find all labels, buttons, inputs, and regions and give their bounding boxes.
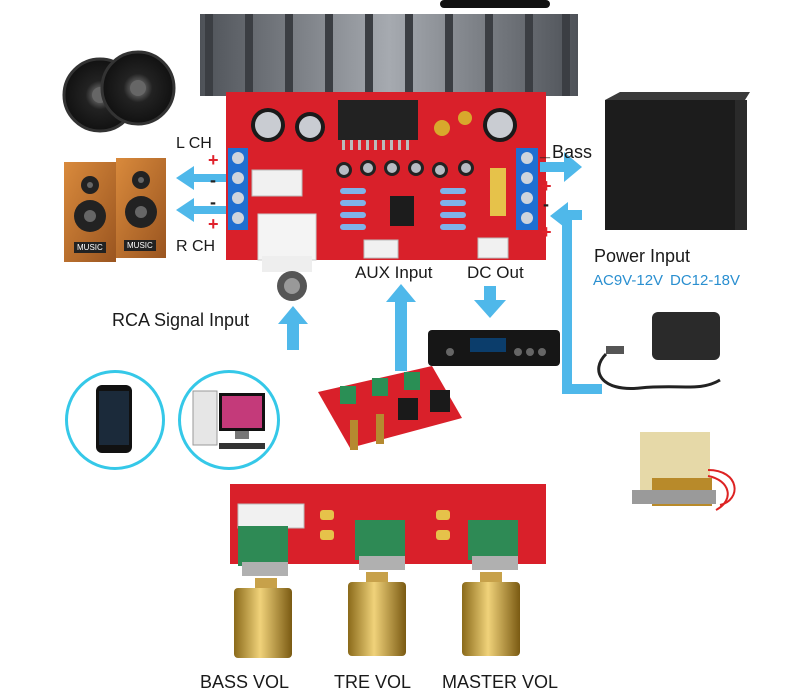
left-minus-bottom: - [210,192,216,212]
left-channel-label: L CH [176,135,212,152]
bass-knob [234,578,292,658]
right-minus-bottom: - [543,194,549,214]
right-minus-top: _ [540,140,551,160]
ac-range-label: AC9V-12V [593,272,664,289]
speaker-logo-right: MUSIC [124,240,156,251]
dc-out-label: DC Out [467,263,524,282]
left-terminal-block [228,148,248,230]
bass-label: Bass [552,142,593,162]
right-plus-top: + [541,176,552,196]
power-input-arrow [550,202,602,394]
transformer-icon [632,432,736,511]
dc-out-arrow [474,286,506,318]
power-adapter-icon [597,312,721,390]
master-vol-label: MASTER VOL [442,672,559,692]
amplifier-board [226,92,546,301]
smartphone-circle [65,370,165,470]
right-terminal-block [516,148,538,230]
desktop-computer-icon [192,390,265,449]
aux-input-label: AUX Input [355,263,433,282]
bass-vol-label: BASS VOL [200,672,290,692]
right-channel-label: R CH [176,238,216,255]
rca-input-label: RCA Signal Input [112,310,250,330]
heatsink [200,0,578,96]
preamp-board-icon [318,366,462,450]
smartphone-icon [96,385,132,453]
left-plus-bottom: + [208,214,219,234]
computer-circle [178,370,280,470]
dc-range-label: DC12-18V [670,272,741,289]
speaker-icon [62,50,176,133]
treble-knob [348,572,406,656]
rca-input-arrow [278,306,308,350]
subwoofer-icon [605,92,750,230]
left-minus-top: - [210,170,216,190]
speaker-output-arrows [176,152,582,222]
aux-input-arrow [386,284,416,371]
left-plus-top: + [208,150,219,170]
right-plus-bottom: + [541,222,552,242]
power-input-label: Power Input [594,246,691,266]
tre-vol-label: TRE VOL [334,672,412,692]
control-board [230,484,546,576]
master-knob [462,572,520,656]
bluetooth-module-icon [428,330,560,366]
speaker-logo-left: MUSIC [74,242,106,253]
